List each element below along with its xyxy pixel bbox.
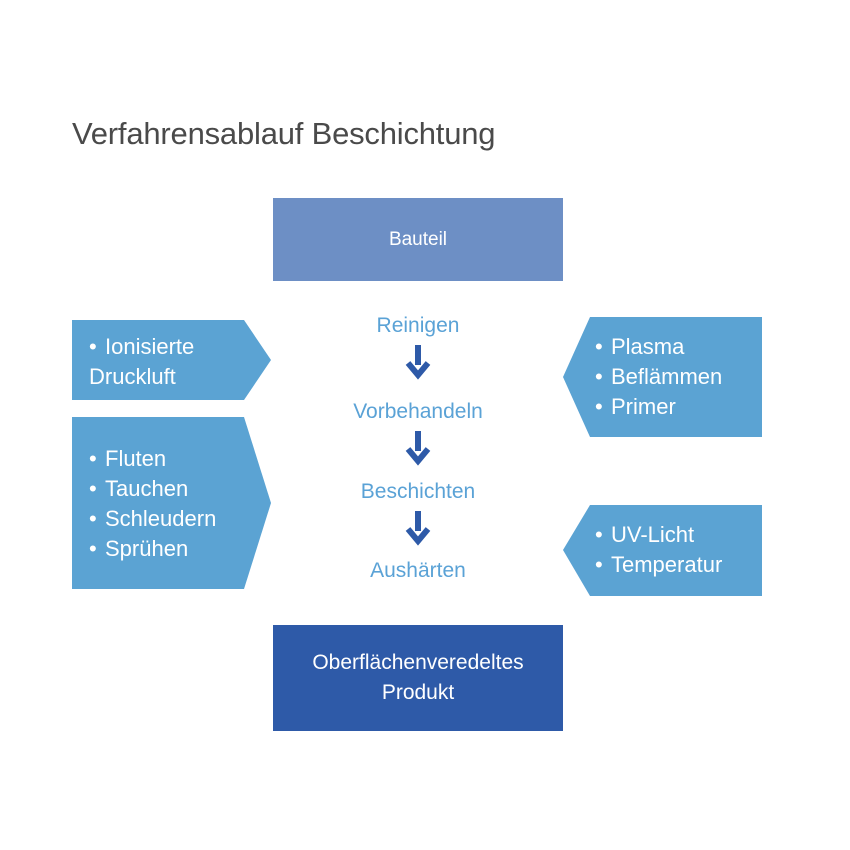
- list-item: •Temperatur: [595, 552, 723, 577]
- right-box-vorbehandeln-details: •Plasma •Beflämmen •Primer: [563, 317, 762, 437]
- left-box-beschichten-details: •Fluten •Tauchen •Schleudern •Sprühen: [72, 417, 271, 589]
- down-arrow-icon: [405, 511, 431, 546]
- list-item: •Schleudern: [89, 506, 217, 531]
- list-item: •Primer: [595, 394, 676, 419]
- output-box-line-1: Oberflächenveredeltes: [312, 651, 524, 674]
- down-arrow-icon: [405, 345, 431, 380]
- step-reinigen: Reinigen: [376, 314, 460, 337]
- list-item: •Fluten: [89, 446, 167, 471]
- left-pointing-pentagon-shape: [563, 505, 762, 596]
- list-item: Druckluft: [89, 364, 176, 389]
- step-beschichten: Beschichten: [360, 480, 476, 503]
- list-item: •Sprühen: [89, 536, 189, 561]
- step-aushaerten: Aushärten: [370, 559, 466, 582]
- left-pointing-pentagon-shape: [563, 317, 762, 437]
- right-pointing-pentagon-shape: [72, 320, 271, 400]
- right-box-aushaerten-details: •UV-Licht •Temperatur: [563, 505, 762, 596]
- list-item: •Tauchen: [89, 476, 189, 501]
- diagram-title: Verfahrensablauf Beschichtung: [72, 116, 496, 151]
- output-box-produkt: Oberflächenveredeltes Produkt: [273, 625, 563, 731]
- input-box-bauteil: Bauteil: [273, 198, 563, 281]
- down-arrow-icon: [405, 431, 431, 466]
- left-box-reinigen-details: •Ionisierte Druckluft: [72, 320, 271, 400]
- right-pointing-pentagon-shape: [72, 417, 271, 589]
- list-item: •Plasma: [595, 334, 685, 359]
- list-item: •Beflämmen: [595, 364, 723, 389]
- list-item: •UV-Licht: [595, 522, 695, 547]
- output-box-line-2: Produkt: [381, 681, 455, 704]
- list-item: •Ionisierte: [89, 334, 195, 359]
- step-vorbehandeln: Vorbehandeln: [353, 400, 483, 423]
